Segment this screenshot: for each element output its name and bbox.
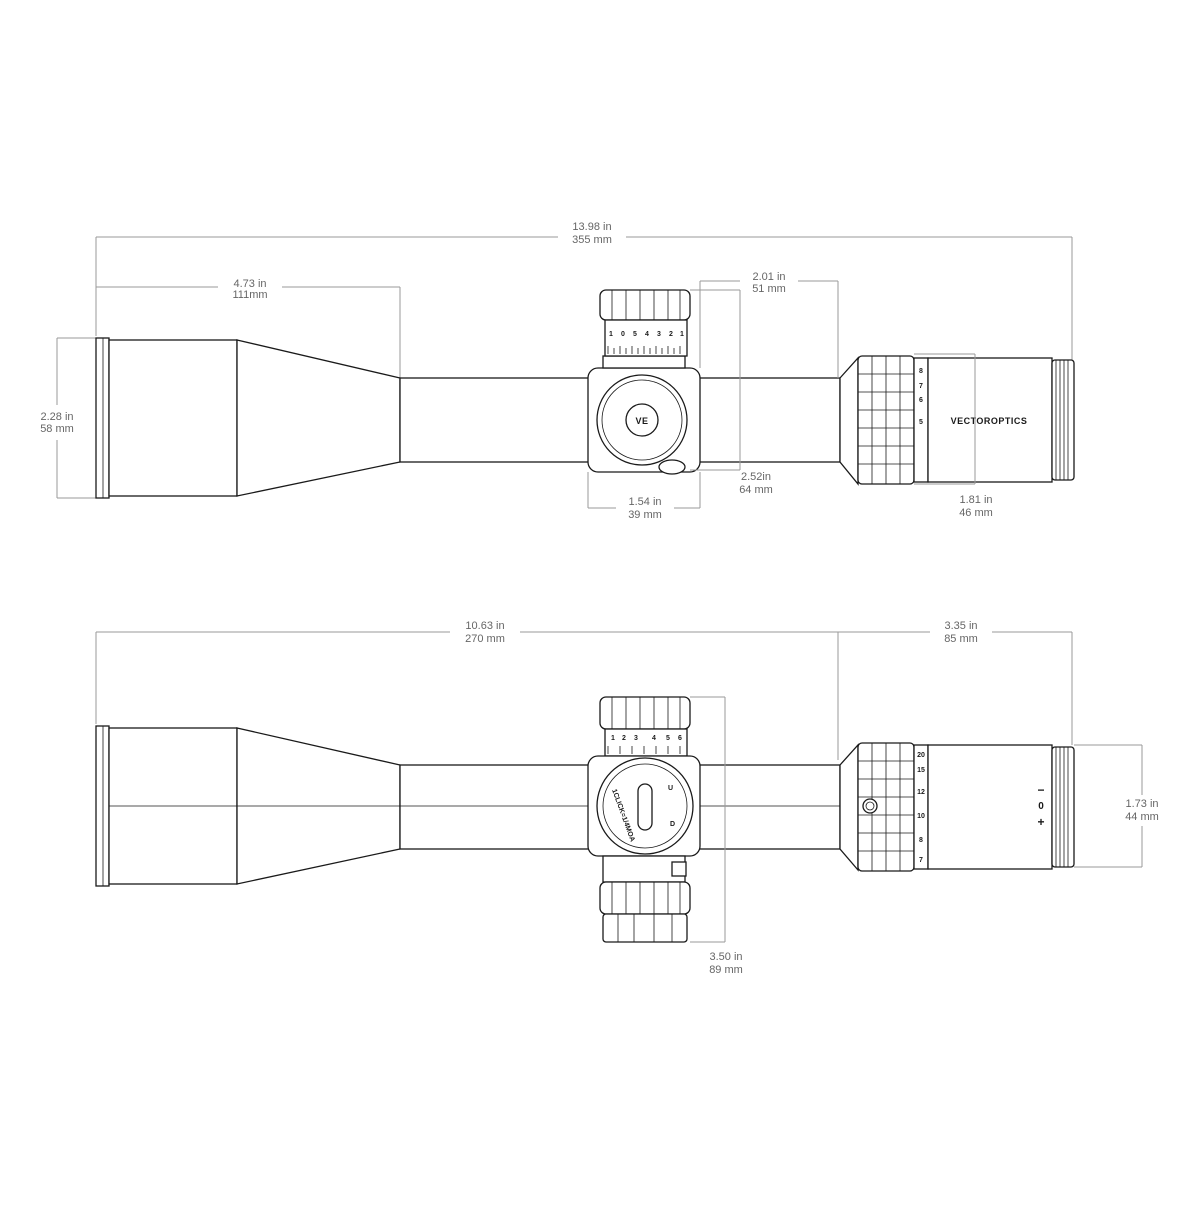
side-zoom-10: 10 (917, 813, 925, 820)
side-turret-mark-3: 3 (634, 735, 638, 742)
saddle-eyepiece-mm: 51 mm (752, 283, 786, 295)
side-zoom-12: 12 (917, 789, 925, 796)
windage-housing-side: 1CLICK=1/4MOA U D (587, 755, 701, 883)
dim-eyepiece-length-top: 1.81 in 46 mm (914, 353, 993, 519)
elevation-turret-top: 1 0 5 4 3 2 1 (599, 289, 691, 357)
dim-turret-height-top: 2.52in 64 mm (690, 289, 773, 496)
eyepiece-diameter-in: 1.73 in (1125, 798, 1158, 810)
turret-height-mm-top: 64 mm (739, 484, 773, 496)
zoom-mark-5: 5 (919, 419, 923, 426)
objective-length-in: 4.73 in (233, 278, 266, 290)
diopter-zero: 0 (1038, 801, 1044, 812)
eyepiece-top: 8 7 6 5 VECTOROPTICS (839, 355, 1075, 486)
turret-saddle: VE (587, 355, 701, 475)
side-zoom-7: 7 (919, 857, 923, 864)
windage-down: D (670, 821, 675, 828)
turret-mark-1: 0 (621, 331, 625, 338)
side-zoom-15: 15 (917, 767, 925, 774)
dim-saddle-to-eyepiece: 2.01 in 51 mm (699, 271, 839, 378)
brand-logo: VECTOROPTICS (951, 416, 1028, 426)
zoom-mark-7: 7 (919, 383, 923, 390)
eyepiece-length-in-side: 3.35 in (944, 620, 977, 632)
turret-mark-0: 1 (609, 331, 613, 338)
dim-turret-height-side: 3.50 in 89 mm (690, 696, 743, 976)
eyepiece-side: 20 15 12 10 8 7 + 0 − (839, 742, 1075, 872)
diopter-minus: − (1037, 783, 1044, 797)
turret-mark-2: 5 (633, 331, 637, 338)
turret-height-in-side: 3.50 in (709, 951, 742, 963)
saddle-eyepiece-in: 2.01 in (752, 271, 785, 283)
saddle-width-mm: 39 mm (628, 509, 662, 521)
side-zoom-8: 8 (919, 837, 923, 844)
overall-length-in: 13.98 in (572, 221, 611, 233)
zoom-mark-8: 8 (919, 368, 923, 375)
dim-eyepiece-diameter: 1.73 in 44 mm (1074, 744, 1159, 868)
zoom-mark-6: 6 (919, 397, 923, 404)
dim-overall-length: 13.98 in 355 mm (95, 221, 1073, 360)
objective-diameter-mm: 58 mm (40, 423, 74, 435)
parallax-turret-side (599, 881, 691, 943)
ve-logo: VE (635, 416, 648, 426)
diopter-plus: + (1037, 815, 1044, 829)
side-turret-mark-6: 6 (678, 735, 682, 742)
eyepiece-length-mm-side: 85 mm (944, 633, 978, 645)
eyepiece-diameter-mm: 44 mm (1125, 811, 1159, 823)
turret-height-mm-side: 89 mm (709, 964, 743, 976)
turret-mark-6: 1 (680, 331, 684, 338)
objective-bell (95, 337, 401, 499)
side-zoom-20: 20 (917, 752, 925, 759)
side-turret-mark-4: 4 (652, 735, 656, 742)
windage-up: U (668, 785, 673, 792)
turret-mark-3: 4 (645, 331, 649, 338)
dim-objective-diameter: 2.28 in 58 mm (40, 337, 96, 499)
turret-height-in-top: 2.52in (741, 471, 771, 483)
objective-diameter-in: 2.28 in (40, 411, 73, 423)
objective-eyepiece-in: 10.63 in (465, 620, 504, 632)
elevation-turret-side: 1 2 3 4 5 6 (599, 696, 691, 757)
saddle-width-in: 1.54 in (628, 496, 661, 508)
objective-length-mm: 111mm (232, 289, 267, 301)
side-turret-mark-5: 5 (666, 735, 670, 742)
eyepiece-length-in-top: 1.81 in (959, 494, 992, 506)
dim-objective-length: 4.73 in 111mm (96, 278, 401, 378)
overall-length-mm: 355 mm (572, 234, 612, 246)
eyepiece-length-mm-top: 46 mm (959, 507, 993, 519)
objective-eyepiece-mm: 270 mm (465, 633, 505, 645)
side-view: 10.63 in 270 mm 3.35 in 85 mm 1 (95, 620, 1159, 976)
side-turret-mark-2: 2 (622, 735, 626, 742)
dim-saddle-width: 1.54 in 39 mm (587, 472, 701, 521)
turret-mark-5: 2 (669, 331, 673, 338)
dim-objective-to-eyepiece: 10.63 in 270 mm 3.35 in 85 mm (95, 620, 1073, 760)
side-turret-mark-1: 1 (611, 735, 615, 742)
top-view: 13.98 in 355 mm 4.73 in 111mm 2.28 in 58… (40, 221, 1075, 521)
turret-mark-4: 3 (657, 331, 661, 338)
